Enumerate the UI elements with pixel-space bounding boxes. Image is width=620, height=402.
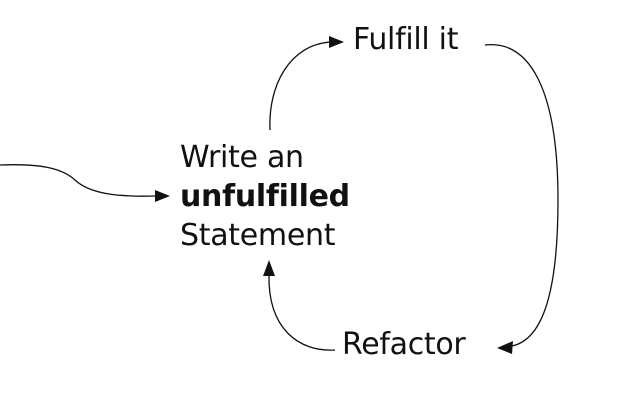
node-write-statement: Write an unfulfilled Statement bbox=[180, 138, 350, 255]
arrowhead-up-icon bbox=[263, 260, 275, 276]
fulfill-to-refactor-arrow-line bbox=[484, 44, 559, 347]
write-to-fulfill-arrow-line bbox=[269, 41, 331, 131]
node-write-line2: unfulfilled bbox=[180, 179, 350, 214]
arrowhead-right-icon bbox=[155, 190, 170, 202]
entry-arrow-line bbox=[0, 164, 157, 197]
node-fulfill-label: Fulfill it bbox=[353, 22, 459, 57]
node-write-line1: Write an bbox=[180, 140, 304, 175]
node-write-line3: Statement bbox=[180, 218, 336, 253]
node-refactor-label: Refactor bbox=[342, 327, 466, 362]
arrowhead-left-icon bbox=[497, 341, 513, 354]
arrowhead-right-icon bbox=[329, 36, 344, 48]
refactor-to-write-arrow-line bbox=[268, 274, 336, 351]
